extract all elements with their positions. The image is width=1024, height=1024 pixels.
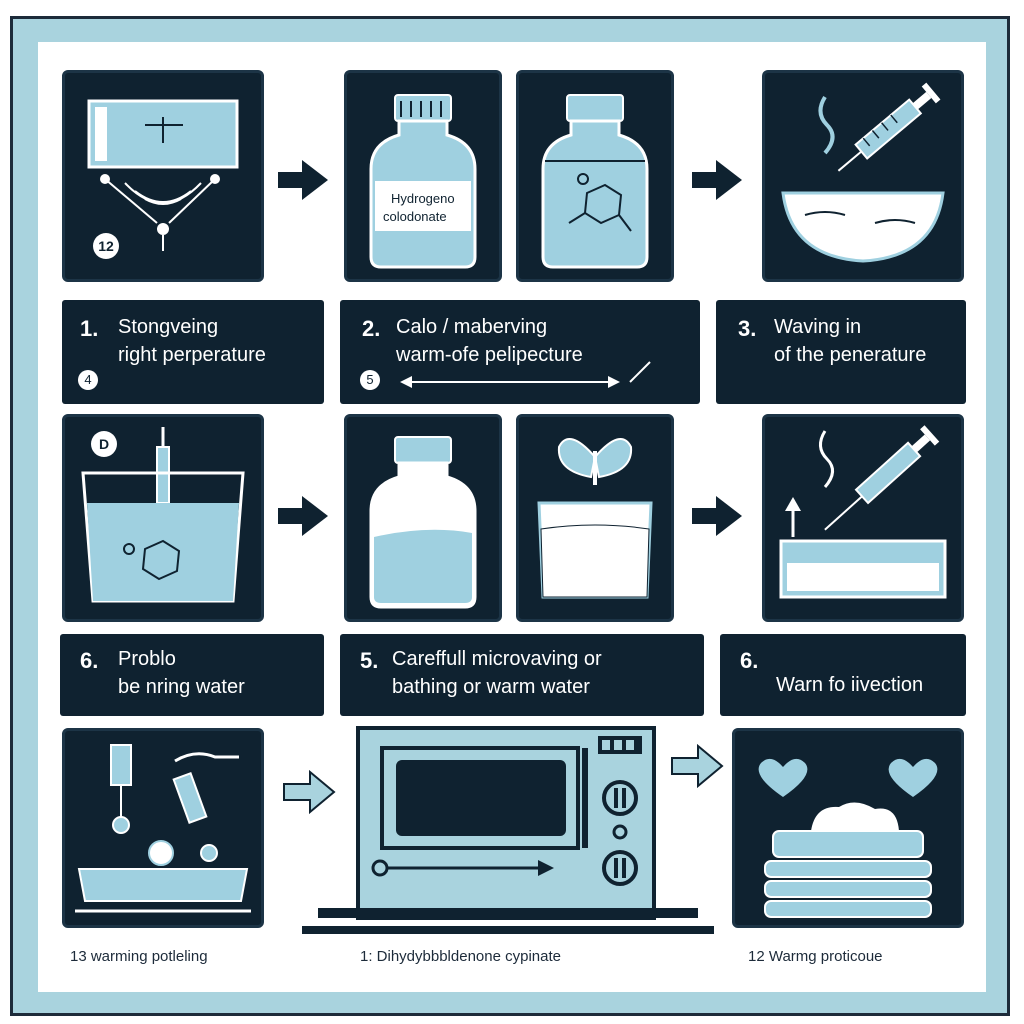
vial-icon [369, 94, 477, 269]
step-text-line1: Calo / maberving [396, 316, 548, 338]
panel-butterfly-beaker [516, 414, 674, 622]
step-label: 2. Calo / maberving warm-ofe pelipecture… [340, 300, 700, 404]
step-label: 3. Waving in of the penerature [716, 300, 966, 404]
beaker-molecule-icon [81, 427, 245, 603]
panel-syringe-tray [762, 414, 964, 622]
step-text-line1: Waving in [774, 316, 862, 338]
double-arrow-icon [400, 361, 651, 388]
step-label: 6. Problo be nring water [60, 634, 324, 716]
step-badge: 12 [93, 233, 119, 259]
step-text-line2: of the penerature [774, 344, 927, 366]
panel-warming-pooling [62, 728, 264, 928]
step-text-line1: Problo [118, 648, 176, 670]
panel-cooling-light: 12 [62, 70, 264, 282]
pouring-hand-icon [75, 744, 251, 913]
caption: 12 Warmg proticoue [748, 948, 883, 965]
bottle-label-line2: colodonate [383, 209, 447, 224]
step-text-line1: Stongveing [118, 316, 219, 338]
syringe-icon [781, 82, 945, 263]
panel-syringe-bowl [762, 70, 964, 282]
step-number: 6. [740, 648, 759, 673]
step-label: 6. Warn fo iivection [720, 634, 966, 716]
step-text-line2: warm-ofe pelipecture [396, 344, 583, 366]
step-text-line2: bathing or warm water [392, 676, 590, 698]
bottle-icon [369, 436, 477, 609]
step-number: 3. [738, 316, 757, 341]
stacked-bowls-icon [758, 758, 938, 918]
step-sub-badge: 5 [360, 370, 380, 390]
syringe-tray-icon [779, 425, 947, 599]
butterfly-icon [537, 438, 653, 599]
panel-water-bath: D [62, 414, 264, 622]
caption: 1: Dihydybbbldenone cypinate [360, 948, 561, 965]
panel-bottle-molecule [516, 70, 674, 282]
panel-bottle-water [344, 414, 502, 622]
step-text-line2: be nring water [118, 676, 245, 698]
microwave-icon [300, 722, 720, 942]
step-label: 5. Careffull microvaving or bathing or w… [340, 634, 704, 716]
panel-warm-plates [732, 728, 964, 928]
step-label: 1. Stongveing right perperature 4 [62, 300, 324, 404]
step-text-line1: Careffull microvaving or [392, 648, 602, 670]
bottle-label-line1: Hydrogeno [391, 191, 455, 206]
step-text-line1: Warn fo iivection [776, 674, 924, 696]
molecule-jar-icon [541, 94, 649, 269]
step-number: 1. [80, 316, 99, 341]
panel-bottle-label: Hydrogeno colodonate [344, 70, 502, 282]
step-text-line2: right perperature [118, 344, 266, 366]
step-number: 5. [360, 648, 379, 673]
step-badge: D [91, 431, 117, 457]
step-number: 6. [80, 648, 99, 673]
step-sub-badge: 4 [78, 370, 98, 390]
caption: 13 warming potleling [70, 948, 208, 965]
lamp-icon [87, 99, 239, 251]
step-number: 2. [362, 316, 381, 341]
